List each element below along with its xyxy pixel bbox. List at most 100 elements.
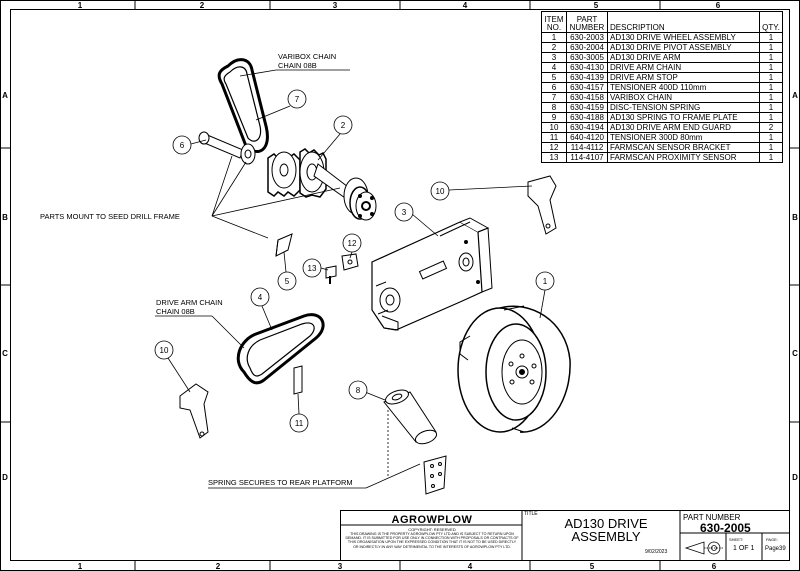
balloon-5-circle xyxy=(277,271,297,291)
zone-row-c: C xyxy=(2,349,8,358)
balloon-1: 1 xyxy=(543,277,548,286)
zone-col-3-bottom: 3 xyxy=(338,562,343,571)
balloon-12-circle xyxy=(342,233,362,253)
zone-col-6-bottom: 6 xyxy=(712,562,717,571)
balloon-4: 4 xyxy=(258,293,263,302)
leader-13 xyxy=(320,267,329,271)
drawing-title-line-1: AD130 DRIVE xyxy=(564,516,648,531)
bom-header-row: ITEM NO. PART NUMBER DESCRIPTION QTY. xyxy=(541,11,783,33)
balloon-2: 2 xyxy=(341,121,346,130)
bom-item: 2 xyxy=(541,42,567,53)
farmscan-sensor-bracket-part xyxy=(341,253,359,271)
disc-tension-spring-part xyxy=(383,389,438,445)
bom-part-number: 114-4107 xyxy=(566,152,608,163)
balloon-6-circle xyxy=(172,135,192,155)
bom-item: 11 xyxy=(541,132,567,143)
bom-description: AD130 DRIVE ARM END GUARD xyxy=(607,122,760,133)
bom-part-number: 630-2004 xyxy=(566,42,608,53)
leader-7 xyxy=(255,105,291,121)
bom-header-qty: QTY. xyxy=(759,11,783,33)
balloon-11: 11 xyxy=(295,419,304,428)
bom-qty: 1 xyxy=(759,42,783,53)
bom-part-number: 630-4139 xyxy=(566,72,608,83)
balloon-3-circle xyxy=(394,202,414,222)
drive-arm-end-guard-lower-part xyxy=(179,383,209,439)
bom-description: VARIBOX CHAIN xyxy=(607,92,760,103)
bom-description: TENSIONER 400D 110mm xyxy=(607,82,760,93)
balloon-11-circle xyxy=(289,413,309,433)
balloon-10-lower: 10 xyxy=(160,346,169,355)
title-block xyxy=(340,510,790,561)
bom-part-number: 630-4158 xyxy=(566,92,608,103)
bom-item: 1 xyxy=(541,32,567,43)
balloon-13: 13 xyxy=(308,264,317,273)
bom-header-item: ITEM NO. xyxy=(541,11,567,33)
tensioner-110mm-part xyxy=(198,131,256,165)
balloon-5: 5 xyxy=(285,277,290,286)
leader-8 xyxy=(364,391,386,401)
bom-item: 8 xyxy=(541,102,567,113)
zone-col-4-bottom: 4 xyxy=(468,562,473,571)
bom-qty: 1 xyxy=(759,112,783,123)
leader-6 xyxy=(190,139,207,145)
bom-header-description: DESCRIPTION xyxy=(607,11,760,33)
zone-row-b-right: B xyxy=(792,213,798,222)
drive-arm-chain-spec: CHAIN 08B xyxy=(156,307,195,316)
spring-secures-note: SPRING SECURES TO REAR PLATFORM xyxy=(208,478,353,487)
leader-3 xyxy=(411,213,439,237)
bom-part-number: 630-2003 xyxy=(566,32,608,43)
leader-5 xyxy=(283,251,287,273)
leader-11 xyxy=(297,393,300,415)
zone-col-1: 1 xyxy=(78,1,83,10)
leader-4 xyxy=(261,305,273,331)
bom-description: AD130 DRIVE ARM xyxy=(607,52,760,63)
bom-qty: 1 xyxy=(759,142,783,153)
bom-description: FARMSCAN SENSOR BRACKET xyxy=(607,142,760,153)
bom-part-number: 114-4112 xyxy=(566,142,608,153)
farmscan-proximity-sensor-part xyxy=(325,265,337,284)
bom-description: AD130 DRIVE PIVOT ASSEMBLY xyxy=(607,42,760,53)
sheet-label: SHEET: xyxy=(729,537,744,542)
balloon-12: 12 xyxy=(348,239,357,248)
zone-col-3: 3 xyxy=(333,1,338,10)
balloon-3: 3 xyxy=(402,208,407,217)
bom-item: 3 xyxy=(541,52,567,63)
drive-arm-chain-part xyxy=(236,313,325,385)
varibox-chain-part xyxy=(217,58,269,153)
bom-description: AD130 DRIVE WHEEL ASSEMBLY xyxy=(607,32,760,43)
bom-item: 7 xyxy=(541,92,567,103)
drive-arm-stop-part xyxy=(275,233,293,257)
zone-col-5-bottom: 5 xyxy=(590,562,595,571)
bom-description: FARMSCAN PROXIMITY SENSOR xyxy=(607,152,760,163)
bom-part-number: 640-4120 xyxy=(566,132,608,143)
bom-qty: 1 xyxy=(759,32,783,43)
balloon-2-circle xyxy=(333,115,353,135)
balloon-8-circle xyxy=(348,380,368,400)
balloon-10-lower-circle xyxy=(154,340,174,360)
bom-item: 6 xyxy=(541,82,567,93)
leader-10-upper xyxy=(448,185,533,191)
projection-symbol xyxy=(684,541,724,555)
parts-mount-note: PARTS MOUNT TO SEED DRILL FRAME xyxy=(40,212,180,221)
leader-1 xyxy=(539,289,546,319)
tensioner-80mm-part xyxy=(293,365,303,395)
bom-description: DISC-TENSION SPRING xyxy=(607,102,760,113)
bom-qty: 1 xyxy=(759,132,783,143)
property-notice: THIS DRAWING IS THE PROPERTY AGROWPLOW P… xyxy=(345,532,519,549)
zone-row-a-right: A xyxy=(792,91,798,100)
company-name: AGROWPLOW xyxy=(391,514,473,526)
sheet-number: 1 OF 1 xyxy=(733,545,755,552)
zone-col-2: 2 xyxy=(200,1,205,10)
bom-item: 9 xyxy=(541,112,567,123)
balloon-6: 6 xyxy=(180,141,185,150)
